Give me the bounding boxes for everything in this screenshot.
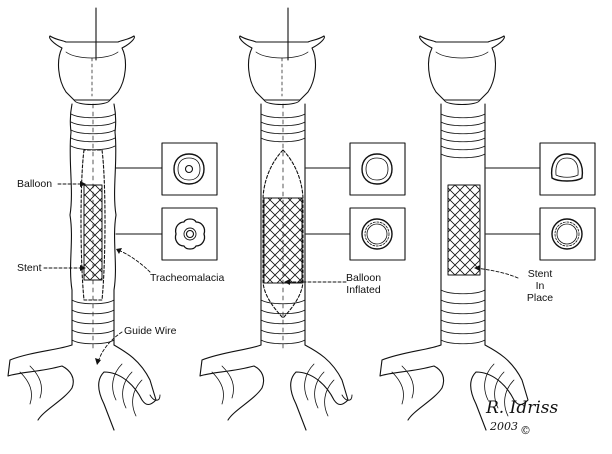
arrow-stent-in-place [476,268,518,278]
panel-3-stent-in-place [380,36,595,430]
label-stent: Stent [17,262,42,274]
label-balloon-inflated: Balloon Inflated [346,272,381,296]
panel-2-balloon-inflated [200,8,405,430]
label-stent-in-place-line-3: Place [520,292,560,304]
cross-section-3-top [486,143,595,195]
cross-section-1-bottom [116,208,217,260]
cross-section-2-bottom [306,208,405,260]
bronchi-2 [200,345,352,430]
label-stent-in-place: Stent In Place [520,268,560,304]
cross-section-2-top [306,143,405,195]
larynx-2 [240,36,325,105]
label-balloon: Balloon [17,178,52,190]
label-stent-in-place-line-2: In [520,280,560,292]
panel-1-balloon-positioning [8,8,217,430]
label-stent-in-place-line-1: Stent [520,268,560,280]
cross-section-3-bottom [486,208,595,260]
label-balloon-inflated-line-1: Balloon [346,272,381,284]
label-balloon-inflated-line-2: Inflated [346,284,381,296]
label-tracheomalacia: Tracheomalacia [150,272,224,284]
copyright-symbol: © [520,424,531,437]
stent-crimped-1 [84,185,102,280]
cross-section-1-top [116,143,217,195]
stent-expanded-2 [264,198,302,283]
larynx-1 [50,36,135,105]
bronchi-1 [8,345,160,430]
signature-year: 2003 [490,420,518,433]
larynx-3 [420,36,505,105]
label-guide-wire: Guide Wire [124,325,177,337]
artist-signature: R. Idriss [486,398,558,418]
stent-deployed-3 [448,185,480,275]
arrow-tracheomalacia [118,250,150,272]
